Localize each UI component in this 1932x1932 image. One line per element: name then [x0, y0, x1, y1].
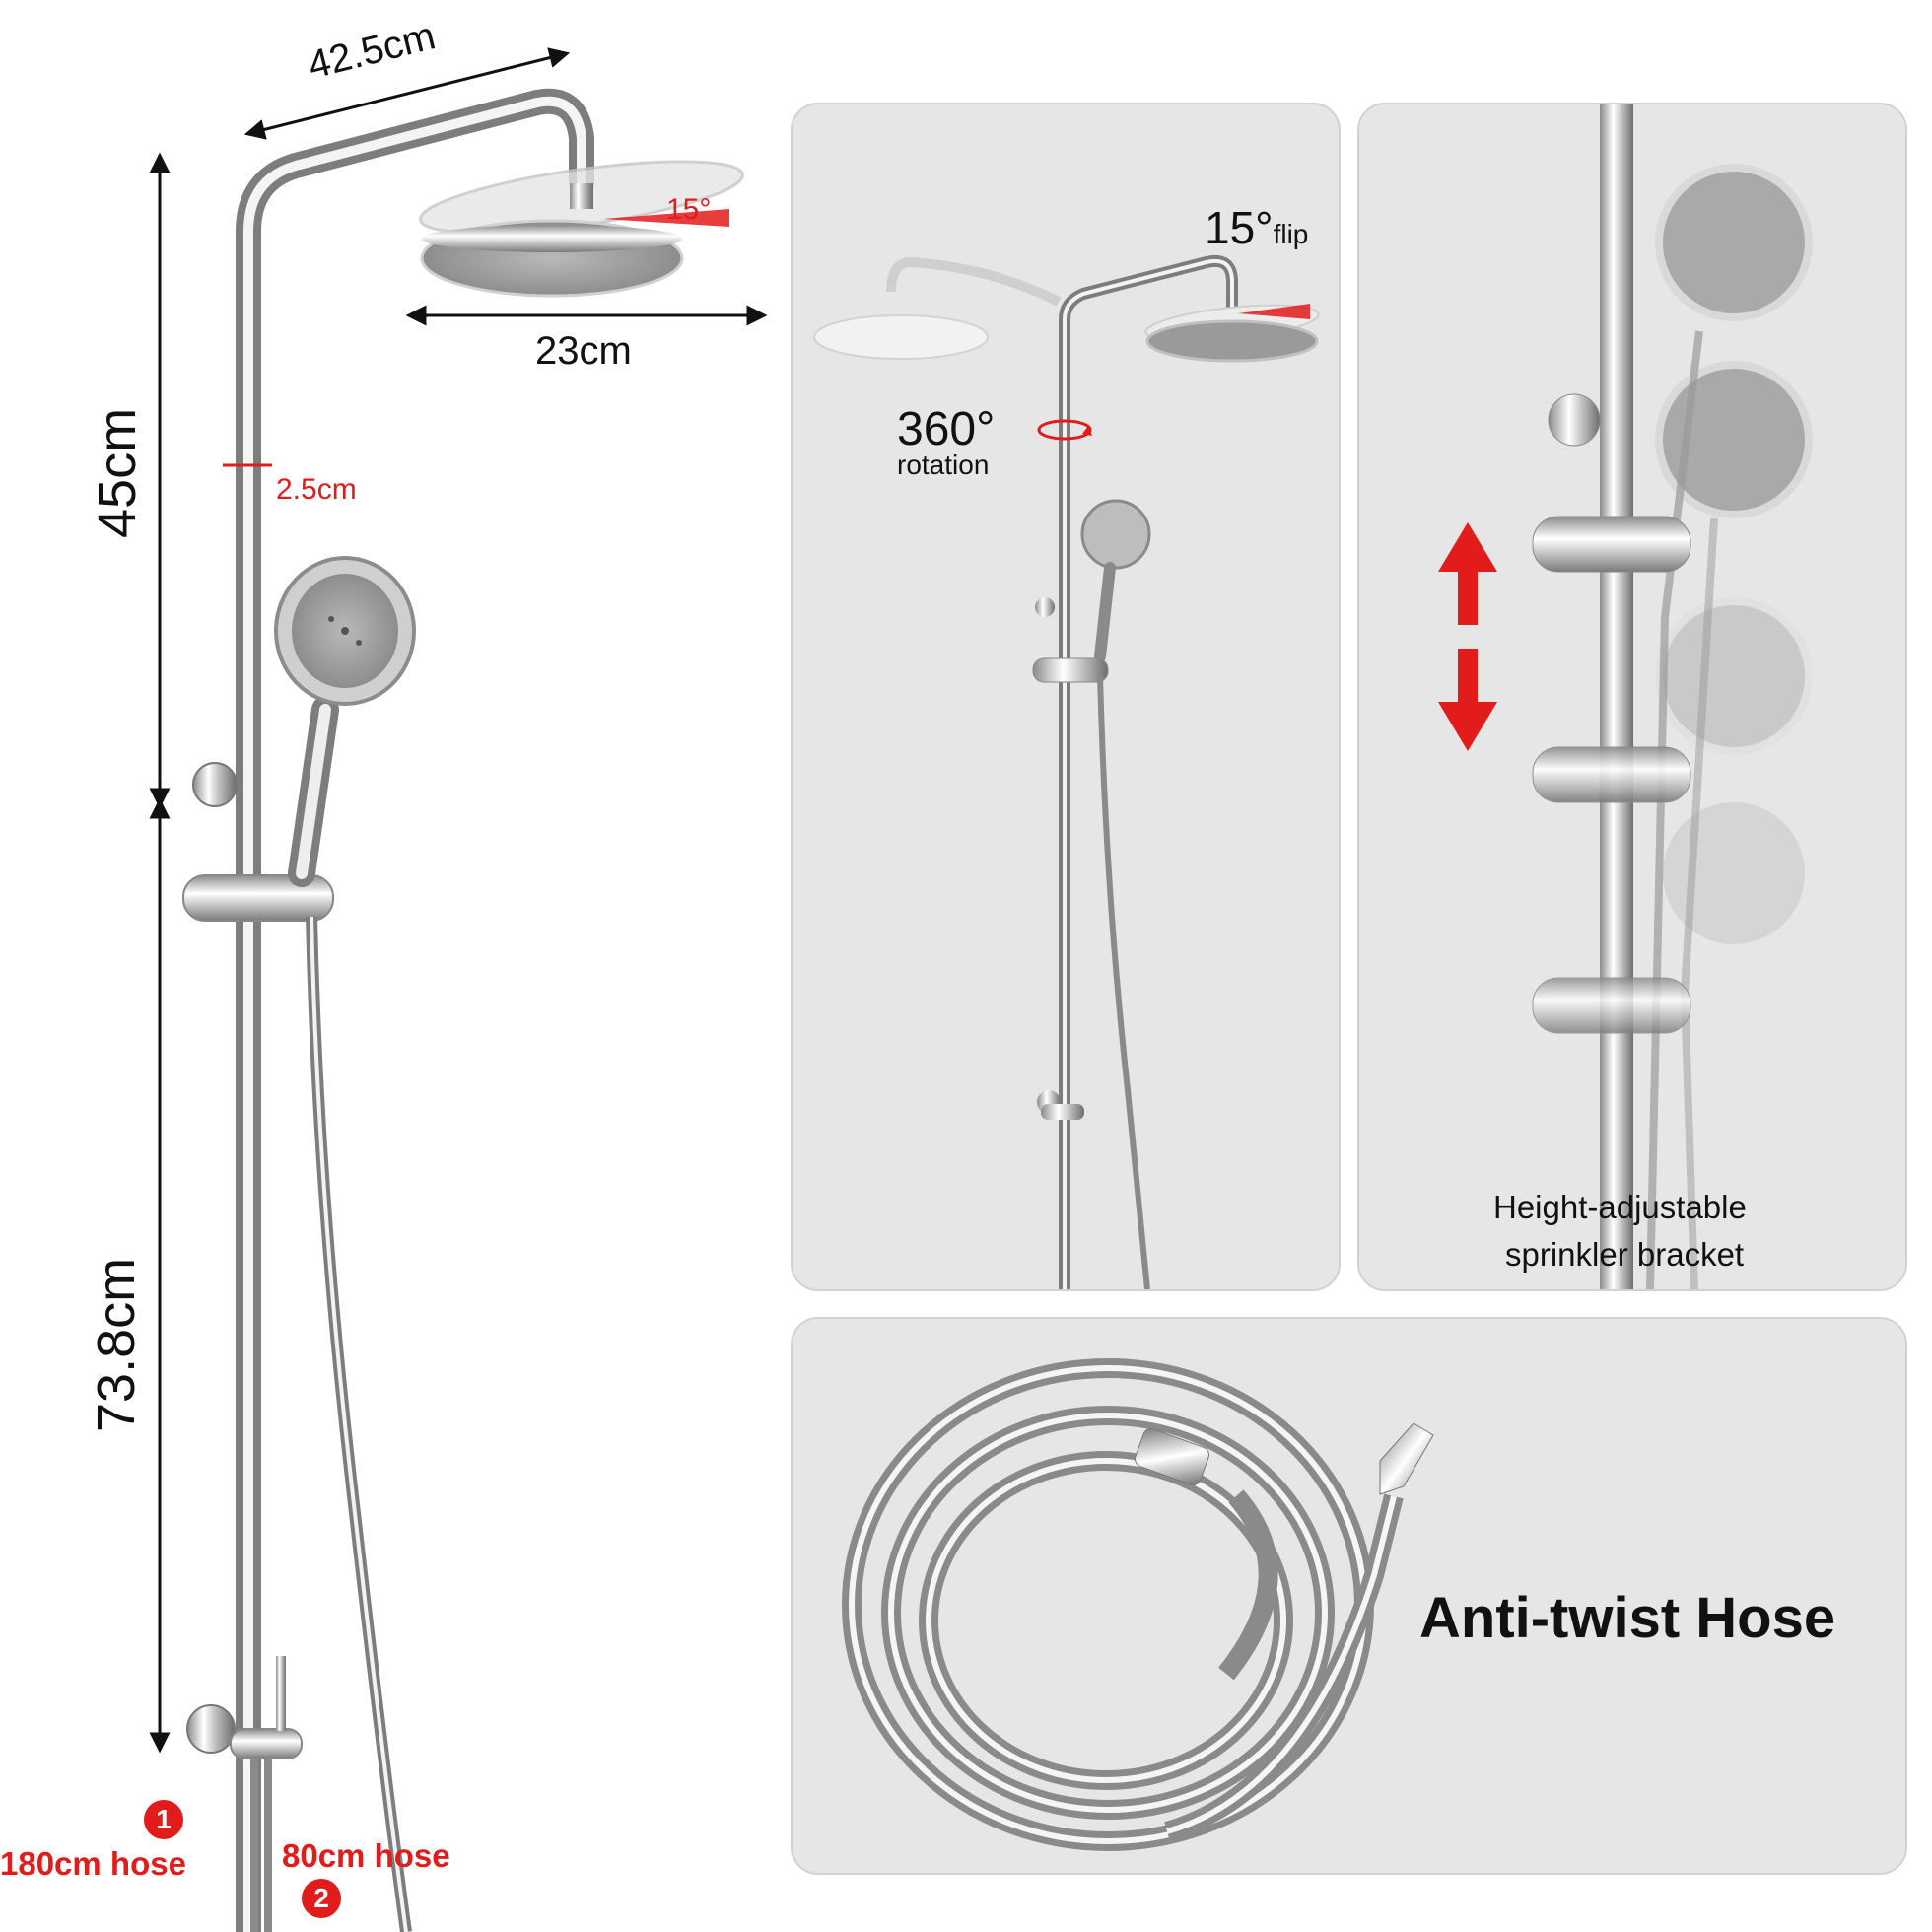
- head-tilt-label: 15°: [666, 193, 712, 226]
- hose-panel: Anti-twist Hose: [791, 1317, 1907, 1875]
- hose-one-label: 180cm hose: [0, 1845, 186, 1882]
- height-wall-bracket: [1548, 393, 1601, 447]
- hose: [306, 916, 412, 1932]
- hose-one-badge: 1: [144, 1800, 183, 1839]
- diverter-outlet: [230, 1728, 303, 1760]
- tilt-angle-marker: [603, 209, 729, 227]
- height-pipe: [1600, 104, 1633, 1289]
- shower-system-diagram: [149, 47, 768, 1932]
- hand-shower-positions: [1655, 164, 1813, 952]
- bracket-position-1: [1532, 516, 1691, 573]
- rotation-slide-bracket: [1032, 657, 1109, 683]
- rotation-label: rotation: [897, 449, 990, 480]
- hose-cone-end: [1379, 1422, 1434, 1495]
- down-arrow-icon: [1438, 649, 1497, 751]
- hose-title: Anti-twist Hose: [1419, 1586, 1836, 1650]
- wall-bracket-upper: [192, 762, 238, 807]
- hose-two-label: 80cm hose: [282, 1837, 450, 1874]
- bracket-position-3: [1532, 977, 1691, 1034]
- coiled-hose: [842, 1358, 1404, 1851]
- height-adjust-panel: Height-adjustable sprinkler bracket: [1357, 103, 1907, 1291]
- rain-head-ghost: [813, 314, 989, 360]
- pipe-diameter-label: 2.5cm: [276, 473, 357, 506]
- up-arrow-icon: [1438, 522, 1497, 625]
- rotation-pipe: [1059, 255, 1238, 1289]
- upper-height-label: 45cm: [88, 407, 147, 538]
- rotation-value: 360°: [897, 403, 996, 455]
- lower-height-label: 73.8cm: [87, 1257, 146, 1432]
- wall-bracket-lower: [186, 1704, 236, 1754]
- hand-shower: [1080, 499, 1151, 570]
- flip-value: 15°flip: [1205, 202, 1309, 253]
- slide-bracket: [182, 874, 334, 922]
- height-caption-line2: sprinkler bracket: [1505, 1236, 1745, 1273]
- arm-ghost: [886, 256, 1062, 307]
- rotation-panel: 15°flip 360° rotation: [791, 103, 1341, 1291]
- height-caption-line1: Height-adjustable: [1493, 1189, 1747, 1225]
- hose-two-badge: 2: [302, 1879, 341, 1918]
- diverter-lever: [276, 1656, 286, 1731]
- arm-length-arrow: [243, 47, 571, 140]
- main-pipe: [236, 88, 594, 1932]
- bracket-position-2: [1532, 746, 1691, 803]
- hose-nut-end: [1135, 1427, 1209, 1486]
- rotation-arrow-icon: [1037, 419, 1092, 441]
- rain-head: [1145, 319, 1319, 363]
- head-diameter-label: 23cm: [535, 329, 632, 373]
